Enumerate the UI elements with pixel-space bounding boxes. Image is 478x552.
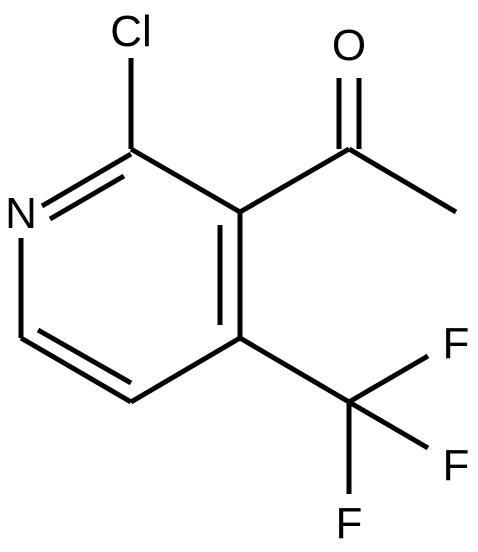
bond-c4-cf3 (238, 335, 351, 405)
atom-label-f3: F (336, 499, 363, 548)
atom-label-n: N (5, 189, 37, 238)
bond-c3-carbonyl (238, 146, 351, 215)
atom-label-f2: F (443, 441, 470, 490)
bond-c5-c4 (129, 335, 242, 405)
atom-label-o: O (332, 21, 366, 70)
bond-cf3-f1 (347, 353, 430, 405)
bond-c2-n1 (40, 151, 133, 209)
bond-c2-n1-inner (48, 173, 126, 222)
bond-c6-c5-inner (36, 327, 133, 386)
atom-label-cl: Cl (110, 7, 152, 56)
bond-c6-c5 (19, 335, 133, 405)
bond-cf3-f2 (347, 399, 430, 451)
bond-c3-c2 (129, 146, 242, 215)
bond-carbonyl-methyl (347, 146, 458, 215)
atom-label-f1: F (443, 319, 470, 368)
